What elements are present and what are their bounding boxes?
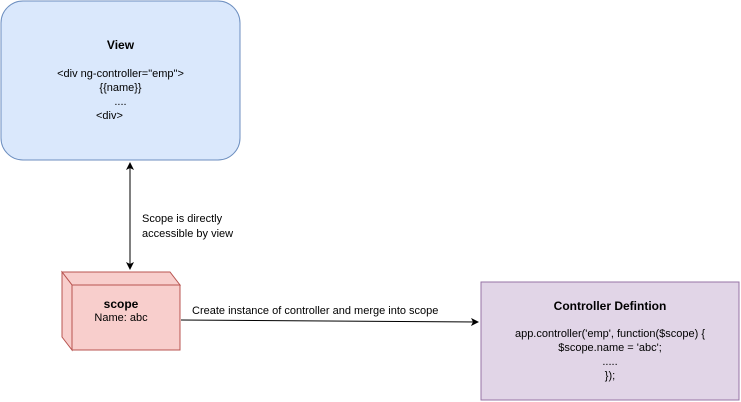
controller-code-line-3: ..... <box>602 356 618 368</box>
controller-code-line-1: app.controller('emp', function($scope) { <box>514 328 706 340</box>
view-title: View <box>106 38 135 52</box>
view-code-line-2: {{name}} <box>99 82 142 94</box>
view-code-line-3: .... <box>114 96 127 108</box>
scope-cube-top <box>60 271 182 286</box>
scope-node-box[interactable] <box>60 270 182 352</box>
controller-code-line-4: }); <box>604 370 616 382</box>
view-scope-label-line-2: accessible by view <box>142 228 234 240</box>
controller-code-line-2: $scope.name = 'abc'; <box>558 342 662 354</box>
controller-title: Controller Defintion <box>553 299 667 313</box>
scope-cube-side <box>61 270 73 352</box>
controller-node-box[interactable] <box>480 281 740 401</box>
view-code-line-1: <div ng-controller="emp"> <box>57 68 184 80</box>
view-node-box[interactable] <box>0 0 241 161</box>
scope-title: scope <box>103 297 139 311</box>
view-scope-label-line-1: Scope is directly <box>142 213 223 225</box>
scope-controller-connector[interactable] <box>180 317 479 326</box>
scope-controller-label: Create instance of controller and merge … <box>192 305 439 317</box>
view-code-line-4: <div> <box>96 110 123 122</box>
scope-name-line: Name: abc <box>94 312 148 324</box>
